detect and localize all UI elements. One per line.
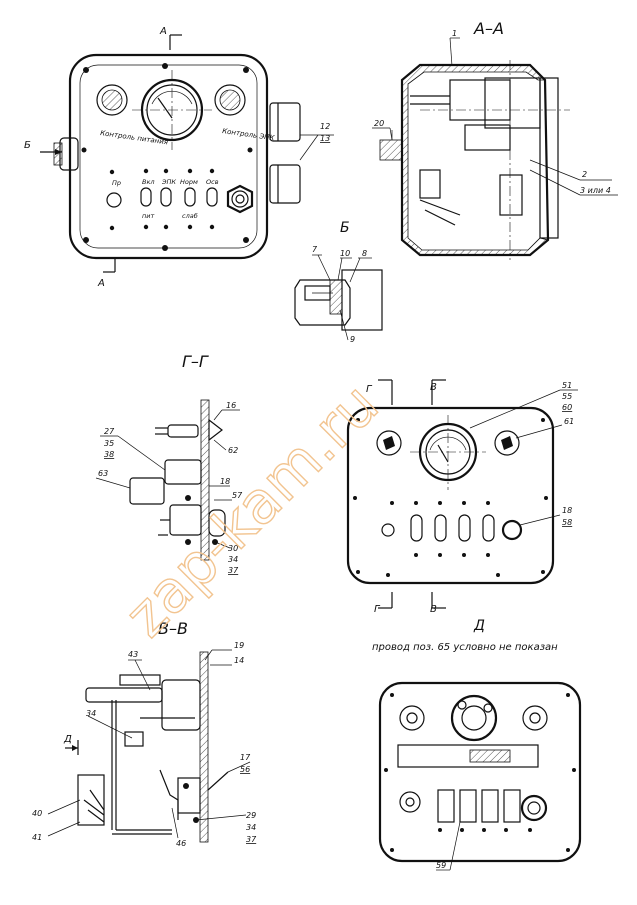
label-panel_labels-power_control: Контроль питания [100, 129, 169, 146]
label-callouts-c61: 61 [564, 417, 574, 426]
label-callouts-c38: 38 [104, 450, 114, 459]
label-panel_labels-slab: слаб [182, 212, 198, 220]
label-callouts-c37: 37 [228, 566, 239, 575]
gland-section [379, 139, 403, 161]
hinge-lower [269, 164, 301, 204]
front-panel-view: Г В Г В 51 55 60 61 18 58 [346, 379, 578, 615]
label-section_marks-g: Г [366, 384, 373, 395]
label-callouts-c13: 13 [320, 134, 330, 143]
label-panel_labels-norm: Норм [180, 178, 198, 186]
label-panel_labels-osv: Осв [206, 178, 219, 186]
view-d: Д провод поз. 65 условно не показан 59 [372, 618, 582, 871]
label-callouts-c34: 34 [228, 555, 238, 564]
label-callouts-c12: 12 [320, 122, 330, 131]
label-views-aa: А–А [473, 19, 504, 38]
label-views-vv: В–В [158, 619, 188, 638]
label-callouts-c63: 63 [98, 469, 108, 478]
label-callouts-c14: 14 [234, 656, 244, 665]
label-callouts-c46: 46 [176, 839, 186, 848]
label-callouts-c30: 30 [228, 544, 238, 553]
panel-lamp-right [494, 430, 520, 456]
label-callouts-c35: 35 [104, 439, 114, 448]
label-callouts-c2: 2 [582, 170, 587, 179]
label-callouts-c34b: 3 или 4 [580, 186, 611, 195]
label-callouts-c18: 18 [220, 477, 230, 486]
label-callouts-c34c: 34 [86, 709, 96, 718]
label-section_marks-b: Б [24, 140, 31, 151]
label-callouts-c59: 59 [436, 861, 446, 870]
label-section_marks-g: Г [374, 604, 381, 615]
label-section_marks-v: В [430, 604, 437, 615]
fuse-holder [106, 192, 122, 208]
label-callouts-c60: 60 [562, 403, 572, 412]
panel-outline [68, 53, 269, 260]
label-callouts-c51: 51 [562, 381, 572, 390]
section-aa: А–А 1 20 2 3 или 4 [372, 19, 618, 260]
label-callouts-c19: 19 [234, 641, 244, 650]
label-callouts-c40: 40 [32, 809, 42, 818]
label-views-gg: Г–Г [182, 352, 209, 371]
label-callouts-c41: 41 [32, 833, 42, 842]
label-views-d: Д [473, 618, 485, 634]
note-text: провод поз. 65 условно не показан [372, 642, 558, 653]
section-vv: В–В Д 19 14 43 34 17 56 [32, 619, 257, 848]
vv-panel-wall [199, 651, 209, 843]
label-callouts-c56: 56 [240, 765, 250, 774]
label-callouts-c27: 27 [104, 427, 115, 436]
front-plate [539, 77, 559, 239]
label-section_marks-a: А [97, 278, 105, 289]
label-callouts-c58: 58 [562, 518, 572, 527]
lamp-left [96, 84, 128, 116]
watermark: zap-kam.ru [111, 370, 392, 651]
label-callouts-c37d: 37 [246, 835, 257, 844]
label-panel_labels-vkl: Вкл [142, 178, 155, 186]
toggle-switch [140, 187, 152, 207]
label-section_marks-v: В [430, 382, 437, 393]
label-callouts-c9: 9 [350, 335, 355, 344]
panel-plate [346, 406, 555, 585]
label-callouts-c34d: 34 [246, 823, 256, 832]
label-callouts-c18b: 18 [562, 506, 572, 515]
label-section_marks-a: А [159, 26, 167, 37]
label-callouts-c7: 7 [312, 245, 318, 254]
label-callouts-c29: 29 [246, 811, 256, 820]
front-view: Контроль питания Контроль ЭПК Пр Вкл ЭПК… [24, 26, 334, 289]
label-callouts-c57: 57 [232, 491, 243, 500]
label-callouts-c20: 20 [374, 119, 384, 128]
label-watermark: zap-kam.ru [112, 370, 392, 650]
section-gg: Г–Г 16 27 35 38 62 63 18 57 30 34 37 [95, 352, 243, 575]
label-views-b: Б [340, 220, 350, 236]
label-section_marks-d: Д [63, 734, 72, 745]
label-callouts-c1: 1 [452, 29, 457, 38]
lamp-right [214, 84, 246, 116]
panel-lamp-left [376, 430, 402, 456]
rear-panel [378, 681, 582, 863]
housing-outline [400, 63, 550, 257]
label-callouts-c16: 16 [226, 401, 236, 410]
label-callouts-c43: 43 [128, 650, 138, 659]
hinge-upper [269, 102, 301, 142]
label-callouts-c10: 10 [340, 249, 350, 258]
connector-nut [226, 184, 254, 214]
label-panel_labels-epk: ЭПК [161, 178, 176, 186]
label-callouts-c62: 62 [228, 446, 238, 455]
label-callouts-c55: 55 [562, 392, 572, 401]
label-panel_labels-pr: Пр [112, 179, 121, 187]
label-panel_labels-pit: пит [142, 212, 154, 220]
label-callouts-c8: 8 [362, 249, 367, 258]
detail-b: Б 7 10 8 9 [294, 220, 383, 344]
label-callouts-c17: 17 [240, 753, 251, 762]
